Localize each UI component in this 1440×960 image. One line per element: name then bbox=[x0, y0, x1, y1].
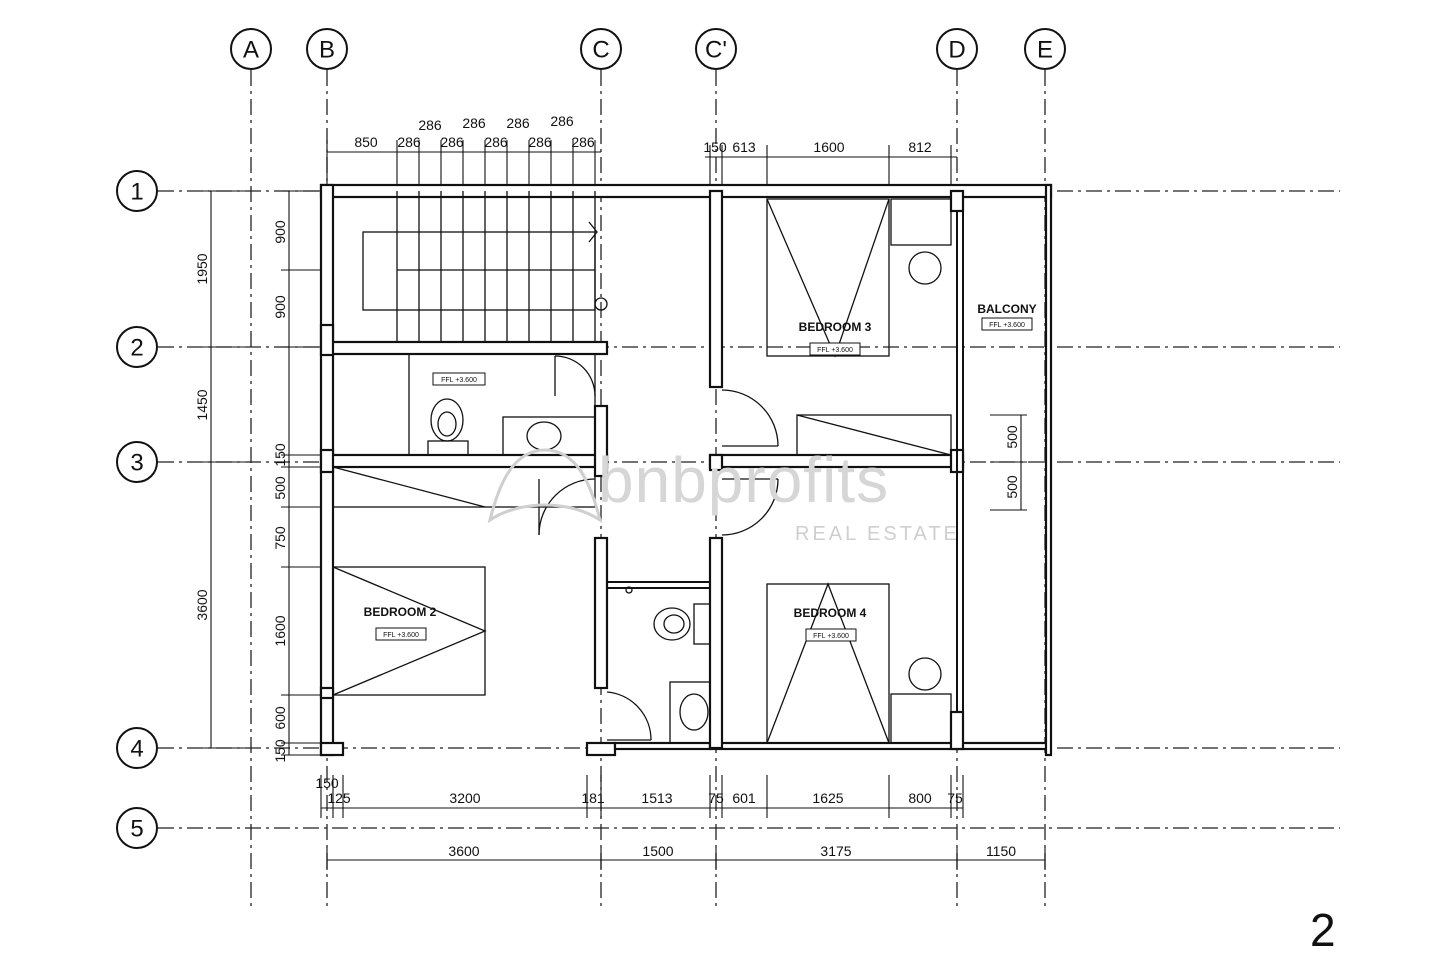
bedroom-2-name: BEDROOM 2 bbox=[364, 605, 437, 619]
dim-left-600: 600 bbox=[272, 706, 288, 730]
dim-bottom-3200: 3200 bbox=[449, 790, 480, 806]
bedroom-3-furniture bbox=[766, 198, 952, 456]
grid-bubble-1: 1 bbox=[116, 170, 158, 212]
grid-bubble-c-prime: C' bbox=[695, 28, 737, 70]
grid-bubble-4: 4 bbox=[116, 727, 158, 769]
dim-bottom-75-b: 75 bbox=[947, 790, 963, 806]
dim-top-850: 850 bbox=[354, 134, 378, 150]
bathroom-2-fixtures bbox=[625, 586, 711, 744]
watermark: bnbprofits REAL ESTATE bbox=[487, 444, 960, 545]
doors bbox=[538, 389, 779, 741]
grid-label-c: C bbox=[592, 37, 609, 64]
grid-bubble-c: C bbox=[580, 28, 622, 70]
dim-left-1450: 1450 bbox=[194, 389, 210, 420]
grid-label-b: B bbox=[319, 37, 335, 64]
dimension-text-right: 500 500 bbox=[1004, 425, 1020, 499]
dim-bottom-800: 800 bbox=[908, 790, 932, 806]
grid-bubble-3: 3 bbox=[116, 441, 158, 483]
grid-label-d: D bbox=[948, 37, 965, 64]
balcony-name: BALCONY bbox=[977, 302, 1036, 316]
dim-top-150: 150 bbox=[703, 139, 727, 155]
dim-top-286-e: 286 bbox=[571, 134, 595, 150]
dim-top-upper-286-b: 286 bbox=[462, 115, 486, 131]
dim-bottom-150: 150 bbox=[315, 775, 339, 791]
grid-bubble-b: B bbox=[306, 28, 348, 70]
dim-left-3600: 3600 bbox=[194, 589, 210, 620]
dim-top-upper-286-c: 286 bbox=[506, 115, 530, 131]
dim-bottom-1150: 1150 bbox=[986, 843, 1016, 859]
dim-bottom-3600: 3600 bbox=[448, 843, 479, 859]
balcony-level: FFL +3.600 bbox=[989, 322, 1025, 329]
dimension-text-bottom: 150 125 3200 181 1513 75 601 1625 800 75… bbox=[315, 775, 1016, 859]
dim-bottom-601: 601 bbox=[732, 790, 756, 806]
stair bbox=[362, 191, 608, 342]
dim-top-812: 812 bbox=[908, 139, 932, 155]
dim-left-150-b: 150 bbox=[272, 739, 288, 763]
dim-left-500: 500 bbox=[272, 476, 288, 500]
room-label-bathroom: FFL +3.600 bbox=[432, 372, 486, 386]
grid-label-e: E bbox=[1037, 37, 1053, 64]
grid-bubble-5: 5 bbox=[116, 807, 158, 849]
dimension-text-left: 1950 1450 3600 900 900 150 500 750 1600 … bbox=[194, 220, 288, 763]
room-label-bedroom-4: BEDROOM 4 FFL +3.600 bbox=[794, 606, 867, 642]
dim-top-286-b: 286 bbox=[440, 134, 464, 150]
dim-bottom-3175: 3175 bbox=[820, 843, 851, 859]
dim-left-900-b: 900 bbox=[272, 295, 288, 319]
dim-right-500-a: 500 bbox=[1004, 425, 1020, 449]
bedroom-2-furniture bbox=[332, 466, 596, 696]
grid-label-3: 3 bbox=[130, 450, 143, 477]
bathroom-1-fixtures bbox=[408, 353, 596, 456]
bathroom-level: FFL +3.600 bbox=[441, 377, 477, 384]
bedroom-2-level: FFL +3.600 bbox=[383, 632, 419, 639]
grid-label-5: 5 bbox=[130, 816, 143, 843]
dim-top-upper-286-a: 286 bbox=[418, 117, 442, 133]
dim-top-286-c: 286 bbox=[484, 134, 508, 150]
dim-top-286-a: 286 bbox=[397, 134, 421, 150]
dim-left-1600: 1600 bbox=[272, 615, 288, 646]
bedroom-4-furniture bbox=[766, 582, 952, 744]
grid-label-2: 2 bbox=[130, 335, 143, 362]
bedroom-4-name: BEDROOM 4 bbox=[794, 606, 867, 620]
bedroom-3-level: FFL +3.600 bbox=[817, 347, 853, 354]
bedroom-4-level: FFL +3.600 bbox=[813, 633, 849, 640]
watermark-sub: REAL ESTATE bbox=[795, 523, 960, 545]
dim-left-750: 750 bbox=[272, 526, 288, 550]
page-number: 2 bbox=[1310, 904, 1336, 956]
grid-label-c-prime: C' bbox=[705, 37, 727, 64]
grid-bubble-d: D bbox=[936, 28, 978, 70]
dim-bottom-1625: 1625 bbox=[812, 790, 843, 806]
grid-label-4: 4 bbox=[130, 736, 143, 763]
dim-left-1950: 1950 bbox=[194, 253, 210, 284]
dim-top-upper-286-d: 286 bbox=[550, 113, 574, 129]
dim-bottom-1513: 1513 bbox=[641, 790, 672, 806]
dim-top-286-d: 286 bbox=[528, 134, 552, 150]
grid-bubble-2: 2 bbox=[116, 326, 158, 368]
grid-label-1: 1 bbox=[130, 179, 143, 206]
dim-top-613: 613 bbox=[732, 139, 756, 155]
dimension-text-top: 850 286 286 286 286 286 286 286 286 286 … bbox=[354, 113, 932, 155]
dim-bottom-1500: 1500 bbox=[642, 843, 673, 859]
dim-right-500-b: 500 bbox=[1004, 475, 1020, 499]
bedroom-3-name: BEDROOM 3 bbox=[799, 320, 872, 334]
walls bbox=[319, 183, 1053, 757]
dim-left-150-a: 150 bbox=[272, 443, 288, 467]
grid-bubble-a: A bbox=[230, 28, 272, 70]
grid-label-a: A bbox=[243, 37, 259, 64]
grid-bubble-e: E bbox=[1024, 28, 1066, 70]
room-label-balcony: BALCONY FFL +3.600 bbox=[977, 302, 1037, 331]
room-label-bedroom-3: BEDROOM 3 FFL +3.600 bbox=[799, 320, 872, 356]
dim-left-900-a: 900 bbox=[272, 220, 288, 244]
dim-top-1600: 1600 bbox=[813, 139, 844, 155]
room-label-bedroom-2: BEDROOM 2 FFL +3.600 bbox=[364, 605, 437, 641]
watermark-brand: bnbprofits bbox=[598, 444, 889, 516]
dimension-lines bbox=[203, 140, 1046, 870]
dim-bottom-125: 125 bbox=[327, 790, 351, 806]
dim-bottom-75-a: 75 bbox=[708, 790, 724, 806]
dim-bottom-181: 181 bbox=[581, 790, 605, 806]
